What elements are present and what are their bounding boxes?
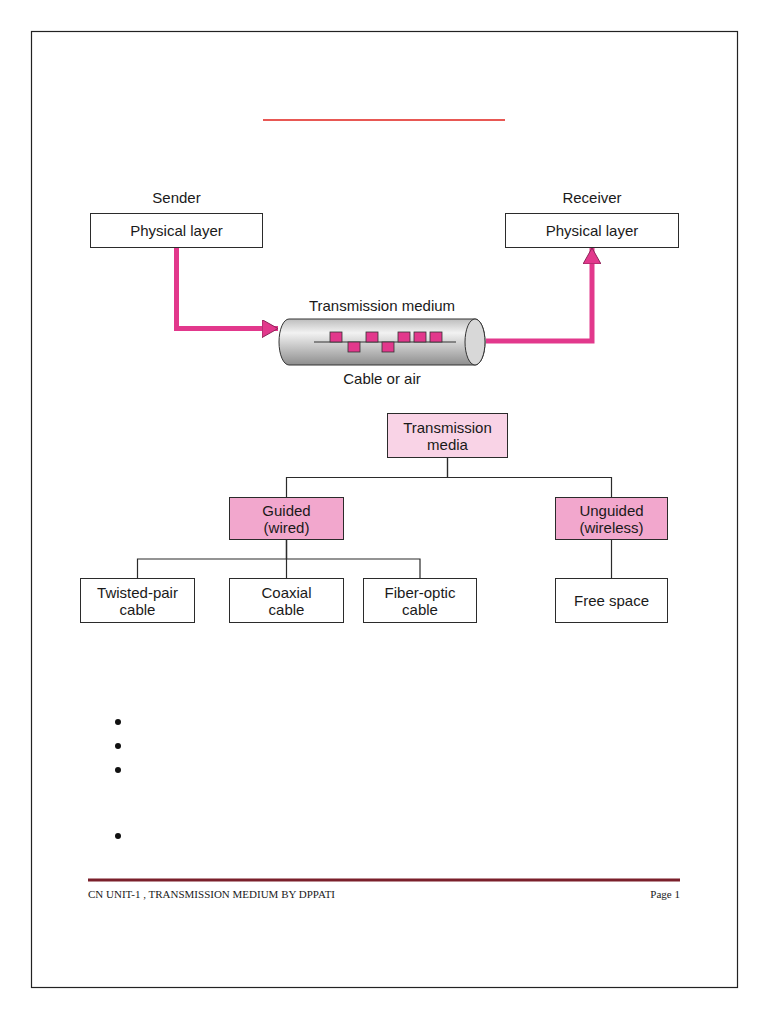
signal-pulse <box>366 332 378 342</box>
layer-box: ReceiverPhysical layer <box>505 213 679 248</box>
medium-subcaption: Cable or air <box>248 370 516 387</box>
medium-caption: Transmission medium <box>248 297 516 314</box>
tree-line <box>287 458 448 497</box>
tree-line <box>287 540 421 578</box>
box-label: Twisted-pair cable <box>95 584 181 618</box>
media-box: Free space <box>555 578 668 623</box>
role-heading: Receiver <box>476 189 708 206</box>
role-heading: Sender <box>61 189 292 206</box>
media-box: Coaxial cable <box>229 578 344 623</box>
flow-arrow <box>486 248 592 341</box>
tree-line <box>611 540 612 578</box>
media-box: Twisted-pair cable <box>80 578 195 623</box>
tree-line <box>138 540 287 578</box>
footer-rule <box>88 879 680 882</box>
flow-arrow <box>177 248 279 329</box>
bullet <box>115 719 121 725</box>
box-label: Fiber-optic cable <box>377 584 463 618</box>
category-box: Transmission media <box>387 413 508 458</box>
title-underline <box>263 119 505 121</box>
signal-pulse <box>382 342 394 352</box>
box-label: Physical layer <box>546 222 639 239</box>
box-label: Free space <box>574 592 649 609</box>
tree-line <box>286 540 287 578</box>
cylinder-shape <box>278 318 486 366</box>
box-label: Physical layer <box>130 222 223 239</box>
page-frame <box>32 32 738 988</box>
signal-pulse <box>430 332 442 342</box>
cylinder-cap <box>465 319 485 365</box>
medium-cylinder: Transmission mediumCable or air <box>278 318 486 366</box>
box-label: Unguided (wireless) <box>567 502 657 536</box>
box-label: Transmission media <box>398 419 498 453</box>
cylinder-body <box>279 319 485 365</box>
signal-pulse <box>398 332 410 342</box>
signal-pulse <box>348 342 360 352</box>
signal-pulse <box>414 332 426 342</box>
bullet <box>115 743 121 749</box>
category-box: Unguided (wireless) <box>555 497 668 540</box>
signal-pulse <box>330 332 342 342</box>
box-label: Guided (wired) <box>244 502 330 536</box>
box-label: Coaxial cable <box>245 584 329 618</box>
tree-line <box>448 458 612 497</box>
bullet <box>115 833 121 839</box>
page-number: Page 1 <box>650 888 680 900</box>
footer-text: CN UNIT-1 , TRANSMISSION MEDIUM BY DPPAT… <box>88 888 335 900</box>
category-box: Guided (wired) <box>229 497 344 540</box>
bullet <box>115 767 121 773</box>
media-box: Fiber-optic cable <box>363 578 477 623</box>
layer-box: SenderPhysical layer <box>90 213 263 248</box>
